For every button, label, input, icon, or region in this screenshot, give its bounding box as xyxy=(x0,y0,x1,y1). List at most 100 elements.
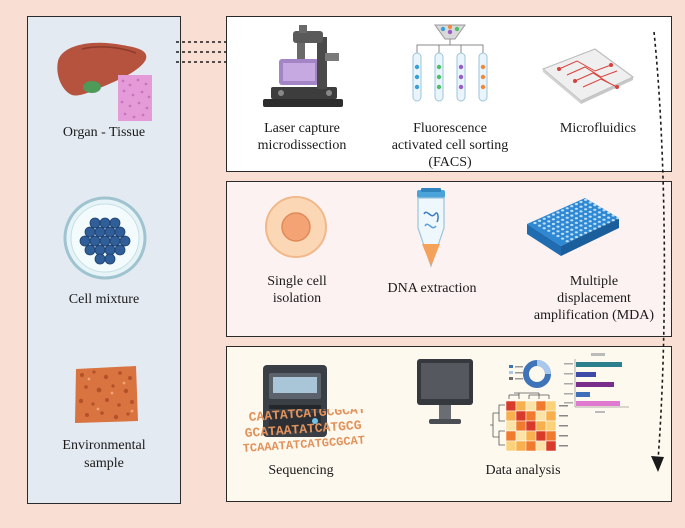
dna-sequence-letters: CAATATCATGCGCAT GCATAATATCATGCG TCAAATAT… xyxy=(243,409,373,455)
heatmap-cell xyxy=(515,400,527,412)
plate-well xyxy=(551,222,555,226)
plate-well xyxy=(547,225,551,228)
laser-microscope-icon xyxy=(257,23,347,111)
plate-well xyxy=(556,225,560,228)
plate-well xyxy=(607,221,611,224)
plate-well xyxy=(597,216,601,219)
plate-well xyxy=(579,210,583,213)
plate-well xyxy=(547,220,551,223)
heatmap-cell xyxy=(545,420,557,432)
amplification-steps-box: Single cell isolation DNA extraction Mul… xyxy=(226,181,672,337)
single-cell-label-line1: Single cell xyxy=(267,274,327,289)
plate-well xyxy=(565,221,569,224)
heatmap-cell xyxy=(535,440,547,452)
heatmap-cell xyxy=(515,420,527,432)
heatmap-cell xyxy=(535,430,547,442)
microfluidics-label: Microfluidics xyxy=(559,121,637,136)
plate-well xyxy=(574,221,578,224)
plate-well xyxy=(556,220,560,223)
lcm-label-line2: microdissection xyxy=(257,138,347,153)
heatmap-cell xyxy=(505,410,517,422)
isolation-methods-box: Laser capture microdissection xyxy=(226,16,672,172)
microfluidic-chip-icon xyxy=(537,45,637,105)
plate-well xyxy=(538,224,542,227)
single-cell-label-line2: isolation xyxy=(272,291,322,306)
heatmap-cell xyxy=(505,440,517,452)
plate-well xyxy=(584,198,588,201)
heatmap-cell xyxy=(525,410,537,422)
plate-well xyxy=(616,217,620,220)
plate-well xyxy=(593,218,597,221)
plate-well xyxy=(561,228,565,231)
plate-well xyxy=(593,213,597,216)
plate-well xyxy=(551,218,555,221)
cell-mixture-label: Cell mixture xyxy=(68,292,140,307)
plate-well xyxy=(574,226,578,229)
plate-well xyxy=(565,230,569,233)
plate-well xyxy=(533,221,537,225)
plate-well xyxy=(561,218,565,221)
heatmap-cell xyxy=(515,410,527,422)
analysis-box: CAATATCATGCGCAT GCATAATATCATGCG TCAAATAT… xyxy=(226,346,672,502)
plate-well xyxy=(579,224,583,227)
plate-well xyxy=(579,219,583,222)
heatmap-cell xyxy=(535,400,547,412)
plate-well xyxy=(561,232,565,235)
plate-well xyxy=(602,223,606,226)
plate-well xyxy=(607,216,611,219)
heatmap-cell xyxy=(535,420,547,432)
sample-sources-panel: Organ - Tissue Cell mixture xyxy=(27,16,181,504)
petri-dish-icon xyxy=(62,195,148,281)
plate-well xyxy=(556,216,560,219)
dna-tube-icon xyxy=(413,188,449,268)
plate-well xyxy=(551,232,555,235)
heatmap-cell xyxy=(545,430,557,442)
plate-well xyxy=(584,212,588,216)
plate-well xyxy=(593,227,597,230)
plate-well xyxy=(570,205,574,208)
plate-well xyxy=(565,226,569,229)
heatmap-cell xyxy=(505,420,517,432)
heatmap-cell xyxy=(535,410,547,422)
plate-well xyxy=(551,213,555,216)
plate-well xyxy=(579,233,583,236)
plate-well xyxy=(597,211,601,214)
facs-label-line1: Fluorescence xyxy=(413,121,487,136)
lcm-label-line1: Laser capture xyxy=(264,121,340,136)
plate-well xyxy=(574,235,578,239)
plate-well xyxy=(570,228,574,231)
environmental-sample-label-line1: Environmental xyxy=(62,438,146,453)
plate-well xyxy=(570,233,574,236)
plate-well xyxy=(538,219,542,222)
heatmap-cell xyxy=(545,410,557,422)
plate-well xyxy=(542,222,546,225)
plate-well xyxy=(593,222,597,225)
heatmap-icon xyxy=(489,391,571,463)
plate-well xyxy=(579,205,583,208)
plate-well xyxy=(588,224,592,228)
heatmap-cell xyxy=(545,440,557,452)
plate-well xyxy=(547,215,551,218)
single-cell-icon xyxy=(263,194,329,260)
facs-label-line3: (FACS) xyxy=(428,155,472,170)
plate-well xyxy=(561,214,565,217)
plate-well xyxy=(570,214,574,217)
sequencer-icon xyxy=(259,361,331,443)
heatmap-cell xyxy=(515,440,527,452)
heatmap-cell xyxy=(525,440,537,452)
plate-well xyxy=(574,203,578,206)
plate-well xyxy=(602,213,606,217)
plate-well xyxy=(588,215,592,218)
plate-well xyxy=(574,217,578,220)
plate-well xyxy=(579,200,583,204)
bar-chart-icon xyxy=(561,353,633,415)
mda-label-line2: displacement xyxy=(557,291,631,306)
plate-well xyxy=(574,231,578,234)
plate-well xyxy=(556,234,560,238)
plate-well xyxy=(570,219,574,222)
plate-well xyxy=(611,219,615,222)
plate-well xyxy=(584,217,588,220)
heatmap-cell xyxy=(505,430,517,442)
facs-label-line2: activated cell sorting xyxy=(391,138,509,153)
dna-extraction-label: DNA extraction xyxy=(387,281,477,296)
